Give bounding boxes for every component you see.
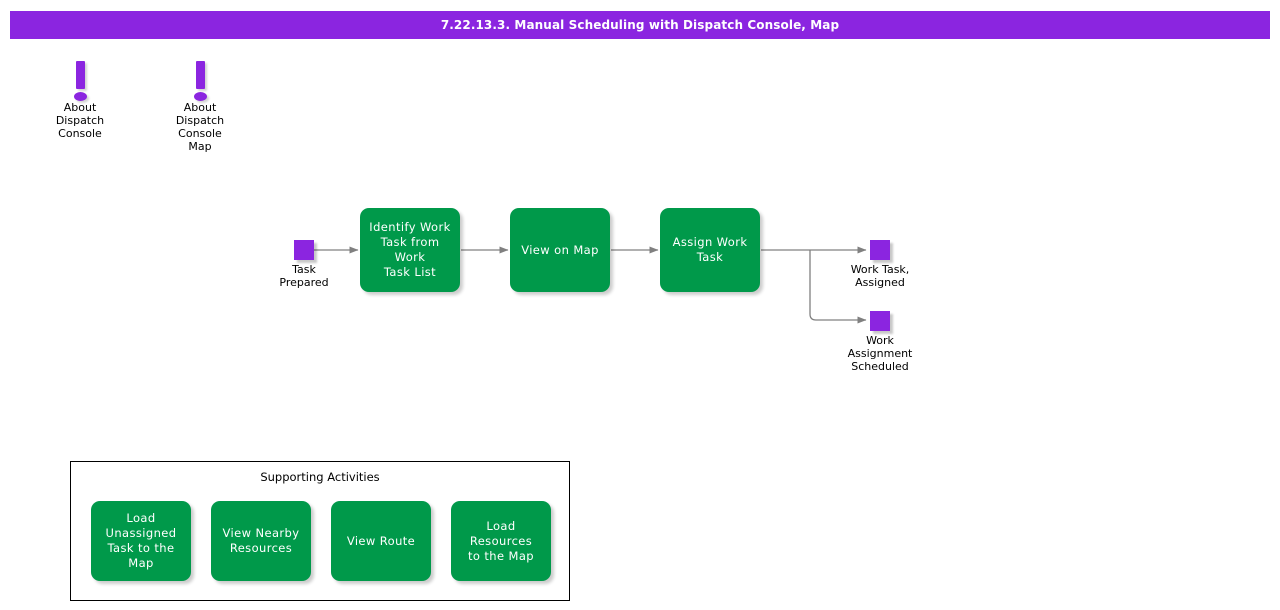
exclamation-dot [74, 92, 87, 101]
note-about-dispatch-console-map[interactable]: About Dispatch Console Map [140, 55, 260, 153]
supporting-activities-title: Supporting Activities [260, 470, 380, 484]
activity-assign-work-task[interactable]: Assign Work Task [660, 208, 760, 292]
activity-label: View Nearby Resources [222, 526, 300, 555]
exclamation-icon [140, 55, 260, 101]
note-about-dispatch-console[interactable]: About Dispatch Console [20, 55, 140, 140]
event-square [870, 240, 890, 260]
activity-label: Load Resources to the Map [468, 518, 534, 563]
supporting-activity-view-route[interactable]: View Route [331, 501, 431, 581]
activity-view-on-map[interactable]: View on Map [510, 208, 610, 292]
event-label: Work Assignment Scheduled [847, 334, 913, 373]
event-label: Work Task, Assigned [850, 263, 910, 289]
activity-label: Identify Work Task from Work Task List [369, 220, 451, 279]
activity-label: Load Unassigned Task to the Map [105, 511, 177, 570]
supporting-activity-load-resources-to-map[interactable]: Load Resources to the Map [451, 501, 551, 581]
note-label: About Dispatch Console Map [175, 101, 225, 153]
supporting-activity-load-unassigned-task[interactable]: Load Unassigned Task to the Map [91, 501, 191, 581]
activity-label: View on Map [521, 242, 599, 257]
event-square [870, 311, 890, 331]
exclamation-dot [194, 92, 207, 101]
supporting-activity-view-nearby-resources[interactable]: View Nearby Resources [211, 501, 311, 581]
activity-label: Assign Work Task [672, 235, 748, 264]
event-square [294, 240, 314, 260]
exclamation-icon [20, 55, 140, 101]
end-event-work-assignment-scheduled[interactable]: Work Assignment Scheduled [820, 311, 940, 373]
start-event-task-prepared[interactable]: Task Prepared [244, 240, 364, 289]
exclamation-bar [76, 61, 85, 89]
page-title: 7.22.13.3. Manual Scheduling with Dispat… [440, 18, 840, 32]
activity-identify-work-task[interactable]: Identify Work Task from Work Task List [360, 208, 460, 292]
note-label: About Dispatch Console [55, 101, 105, 140]
page-title-bar: 7.22.13.3. Manual Scheduling with Dispat… [10, 11, 1270, 39]
event-label: Task Prepared [279, 263, 329, 289]
end-event-work-task-assigned[interactable]: Work Task, Assigned [820, 240, 940, 289]
activity-label: View Route [346, 533, 416, 548]
exclamation-bar [196, 61, 205, 89]
supporting-activities-group: Supporting Activities Load Unassigned Ta… [70, 461, 570, 601]
